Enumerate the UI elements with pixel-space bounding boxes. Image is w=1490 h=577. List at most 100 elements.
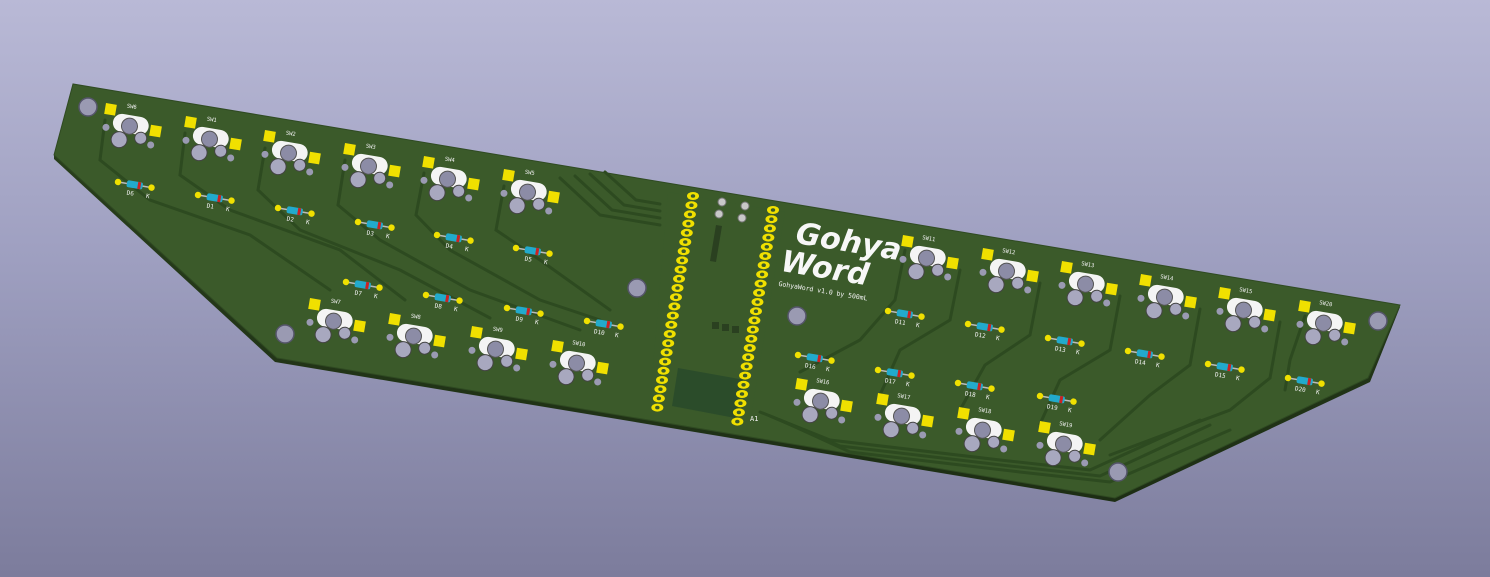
board-title: Gohya Word GohyaWord v1.0 by 500mL — [778, 216, 904, 302]
switch-pad — [840, 399, 853, 413]
mcu-pin-left — [682, 219, 695, 228]
switch-pad — [1218, 287, 1231, 300]
key-switch-footprint: SW8 — [386, 313, 446, 359]
switch-pad — [1105, 282, 1118, 296]
switch-pad — [308, 298, 321, 311]
key-switch-footprint: SW5 — [500, 169, 560, 215]
switch-label: SW12 — [1002, 248, 1016, 256]
mcu-pin-right — [767, 206, 779, 214]
switch-label: SW19 — [1059, 421, 1073, 429]
mcu-pin-left — [687, 192, 699, 200]
diode-label: D1 — [206, 203, 215, 211]
switches-layer: SW6SW1SW2SW3SW4SW5SW7SW8SW9SW10SW11SW12S… — [102, 103, 1356, 467]
copper-trace — [1038, 294, 1122, 426]
mcu-pin-right — [736, 390, 748, 398]
diode-band — [606, 320, 611, 329]
diode-k-label: K — [385, 233, 390, 241]
mounting-hole — [78, 97, 98, 117]
switch-pad — [502, 169, 515, 182]
switch-pad — [388, 313, 401, 326]
diode-k-label: K — [1155, 362, 1160, 370]
copper-trace — [588, 172, 662, 213]
diode-label: D8 — [434, 303, 443, 311]
copper-trace — [336, 158, 582, 332]
switch-label: SW11 — [922, 235, 936, 243]
switch-label: SW16 — [816, 378, 830, 386]
switch-label: SW17 — [897, 393, 911, 401]
switch-label: SW2 — [285, 131, 296, 139]
key-switch-footprint: SW19 — [1036, 421, 1096, 467]
switch-label: SW10 — [572, 340, 586, 348]
mcu-pin-left — [663, 330, 676, 338]
switch-pad — [263, 130, 276, 143]
diode-band — [297, 207, 302, 216]
copper-trace — [558, 176, 662, 227]
diode-k-label: K — [1315, 389, 1320, 397]
mcu-pin-left — [685, 201, 698, 210]
switch-label: SW15 — [1239, 287, 1253, 295]
switch-pad — [433, 334, 446, 348]
diode-label: D19 — [1046, 403, 1058, 412]
mcu-pin-right — [759, 252, 772, 260]
diode-label: D14 — [1134, 358, 1146, 367]
switch-pad — [184, 116, 197, 129]
diode-label: D12 — [974, 331, 986, 340]
copper-trace — [256, 146, 492, 320]
mcu-pin-left — [666, 311, 679, 320]
diode-band — [456, 234, 461, 243]
mcu-pin-right — [751, 298, 764, 306]
mcu-pin-right — [745, 334, 758, 343]
diode-footprint: D8 K — [422, 291, 463, 314]
mcu-pin-left — [671, 284, 684, 292]
diode-k-label: K — [453, 306, 458, 314]
switch-label: SW6 — [126, 104, 137, 112]
mounting-holes — [78, 97, 1388, 482]
mcu-pin-left — [651, 403, 664, 412]
diode-band — [897, 369, 902, 378]
mcu-pin-right — [732, 408, 745, 417]
diode-label: D17 — [884, 377, 896, 386]
mcu-pin-left — [662, 339, 675, 348]
switch-pad — [470, 326, 483, 339]
key-switch-footprint: SW11 — [899, 235, 959, 281]
diode-k-label: K — [1075, 349, 1080, 357]
switch-label: SW4 — [444, 157, 455, 165]
key-switch-footprint: SW10 — [549, 340, 609, 386]
switch-pad — [1139, 274, 1152, 287]
mcu-pin-right — [748, 316, 761, 325]
mcu-pin-left — [676, 256, 689, 265]
mcu-pin-right — [754, 279, 767, 288]
switch-pad — [1343, 321, 1356, 335]
diode-band — [137, 181, 142, 190]
switch-pad — [981, 248, 994, 261]
mcu-pin-right — [743, 344, 756, 352]
switch-pad — [1060, 261, 1073, 274]
diode-label: D10 — [593, 328, 605, 337]
switch-label: SW5 — [524, 170, 535, 178]
diode-band — [445, 294, 450, 303]
diode-label: D4 — [445, 243, 454, 251]
diode-k-label: K — [995, 335, 1000, 343]
key-switch-footprint: SW16 — [793, 378, 853, 424]
switch-pad — [921, 414, 934, 428]
mcu-pin-left — [680, 228, 693, 237]
mcu-pin-right — [731, 417, 744, 426]
switch-pad — [229, 137, 242, 151]
switch-pad — [308, 151, 321, 165]
mcu-pin-right — [734, 399, 747, 408]
diode-label: D11 — [894, 318, 906, 327]
switch-pad — [149, 124, 162, 138]
diode-band — [817, 354, 822, 363]
diode-band — [1307, 377, 1312, 386]
switch-pad — [104, 103, 117, 116]
diode-k-label: K — [1067, 407, 1072, 415]
switch-pad — [795, 378, 808, 391]
